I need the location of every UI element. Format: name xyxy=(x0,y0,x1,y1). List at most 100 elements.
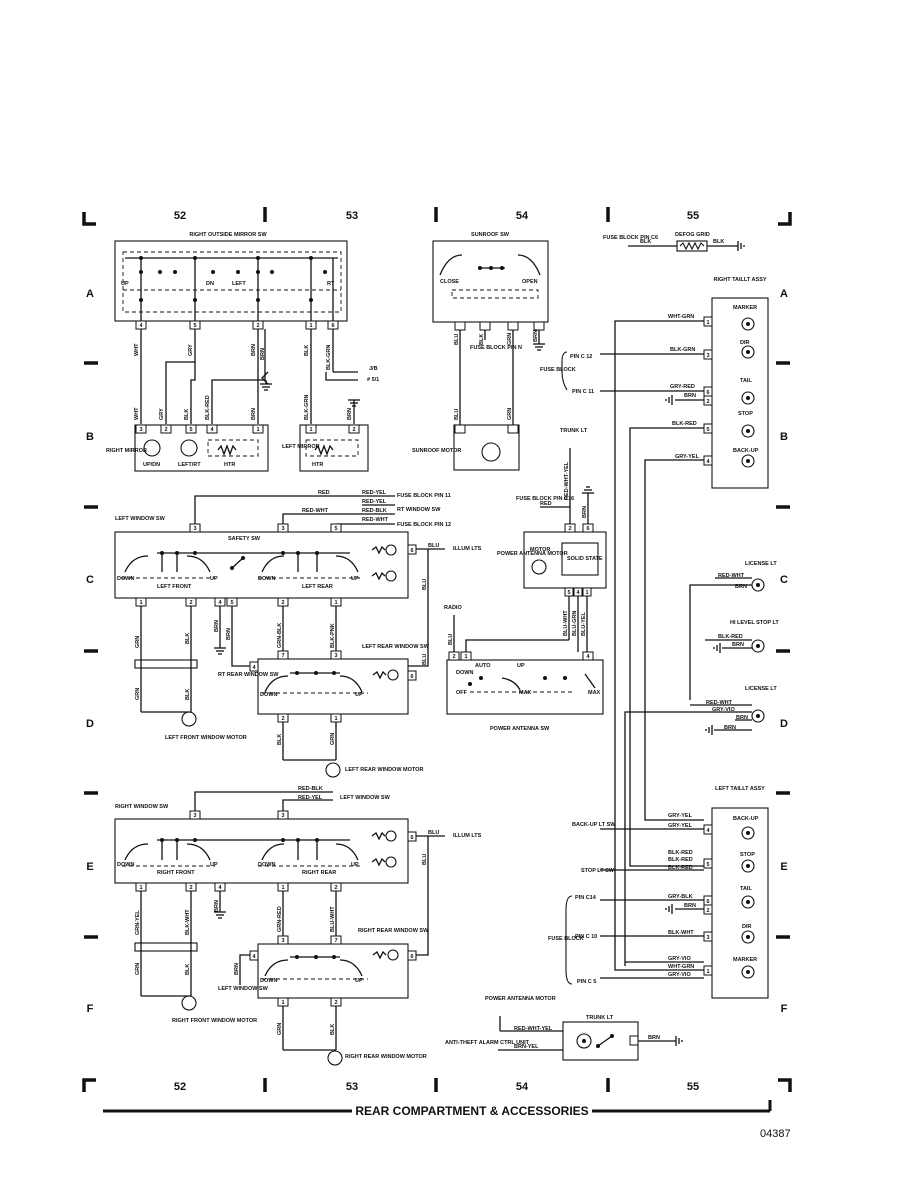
right-front-window-motor-icon xyxy=(181,995,197,1011)
close-label: CLOSE xyxy=(440,279,459,285)
up-label: UP xyxy=(355,978,363,984)
heater-label: HTR xyxy=(312,462,323,468)
up-label: UP xyxy=(355,692,363,698)
right-rear-window-motor-icon xyxy=(327,1050,343,1066)
column-label: 54 xyxy=(516,210,529,222)
wire-label: BLU xyxy=(454,409,460,420)
license-lt-label: LICENSE LT xyxy=(745,561,777,567)
column-label: 55 xyxy=(687,1081,699,1093)
component-label: SUNROOF SW xyxy=(471,232,510,238)
wire-label: BLK-WHT xyxy=(668,930,694,936)
svg-text:6: 6 xyxy=(410,548,413,554)
right-rear-window-switch: RIGHT REAR WINDOW SW 4 3 7 6 DOWN UP 1 2… xyxy=(249,928,429,1066)
wire-label: WHT-GRN xyxy=(668,964,694,970)
illum-lamp-icon xyxy=(385,856,397,868)
lamp-marker: MARKER xyxy=(733,957,757,979)
wire-label: BLU xyxy=(448,634,454,645)
fuse-pin-label: FUSE BLOCK PIN C16 xyxy=(516,496,574,502)
motor-label: MOTOR xyxy=(530,547,550,553)
component-label: RIGHT TAILLT ASSY xyxy=(713,277,766,283)
license-lt-lower: LICENSE LT RED-WHT GRY-VIO BRN BRN xyxy=(624,686,777,966)
wire-label: BLU xyxy=(454,334,460,345)
lamp-dir: DIR xyxy=(740,340,755,359)
svg-text:3: 3 xyxy=(706,353,709,359)
left-taillight-assembly: LEFT TAILLT ASSY BACK-UP STOP TAIL DIR M… xyxy=(703,786,769,999)
lamp-label: DIR xyxy=(740,340,750,346)
pin-label: PIN C 12 xyxy=(570,354,592,360)
right-mirror-label: RIGHT MIRROR xyxy=(106,448,147,454)
column-label: 54 xyxy=(516,1081,529,1093)
off-label: OFF xyxy=(456,690,468,696)
svg-text:2: 2 xyxy=(334,1000,337,1006)
wire-label: BRN xyxy=(533,330,539,342)
svg-text:6: 6 xyxy=(586,526,589,532)
wire-label: GRY-RED xyxy=(670,384,695,390)
left-mirror-label: LEFT MIRROR xyxy=(282,444,320,450)
up-label: UP xyxy=(210,576,218,582)
fuse-pin-label: FUSE BLOCK PIN 12 xyxy=(397,522,451,528)
pin-label: PIN C 10 xyxy=(575,934,597,940)
lamp-tail: TAIL xyxy=(740,378,755,405)
wire-label: RED xyxy=(318,490,330,496)
wire-label: BLK-WHT xyxy=(185,909,191,935)
sunroof-motor-label: SUNROOF MOTOR xyxy=(412,448,461,454)
wire-label: RED-WHT-YEL xyxy=(564,461,570,500)
mirror-left-label: LEFT xyxy=(232,281,246,287)
wire-label: GRY-BLK xyxy=(668,894,693,900)
wire-label: BRN xyxy=(251,408,257,420)
svg-text:2: 2 xyxy=(706,399,709,405)
lamp-label: BACK-UP xyxy=(733,816,759,822)
wire-label: BLU-WHT xyxy=(563,610,569,636)
svg-text:5: 5 xyxy=(706,427,709,433)
wire-label: GRN-RED xyxy=(277,906,283,932)
illum-lamp-icon xyxy=(385,570,397,582)
right-taillight-assembly: RIGHT TAILLT ASSY MARKER DIR TAIL STOP B… xyxy=(703,277,769,489)
up-label: UP xyxy=(517,663,525,669)
svg-text:6: 6 xyxy=(331,323,334,329)
lamp-marker: MARKER xyxy=(733,305,757,331)
svg-text:4: 4 xyxy=(218,600,222,606)
wire-label: BLK-GRN xyxy=(670,347,695,353)
svg-text:2: 2 xyxy=(568,526,571,532)
row-label: B xyxy=(780,431,788,443)
wire-label: BLK xyxy=(640,239,651,245)
page-title: REAR COMPARTMENT & ACCESSORIES xyxy=(355,1104,588,1118)
wire-label: GRN-BLK xyxy=(277,623,283,648)
component-label: LEFT TAILLT ASSY xyxy=(715,786,765,792)
row-label: F xyxy=(87,1003,94,1015)
wire-label: RED-YEL xyxy=(362,499,387,505)
wire-label: RED-YEL xyxy=(362,490,387,496)
illum-lamp-icon xyxy=(387,669,399,681)
component-label: LEFT REAR WINDOW SW xyxy=(362,644,430,650)
grid-frame xyxy=(82,207,792,1092)
up-dn-motor-icon xyxy=(143,439,161,457)
svg-text:1: 1 xyxy=(281,885,284,891)
wire-label: BLU-YEL xyxy=(581,612,587,636)
svg-text:3: 3 xyxy=(281,938,284,944)
wire-label: BRN-YEL xyxy=(514,1044,539,1050)
wire-label: RED xyxy=(540,501,552,507)
lamp-stop: STOP xyxy=(740,852,755,873)
svg-text:4: 4 xyxy=(218,885,222,891)
down-label: DOWN xyxy=(456,670,473,676)
lamp-label: MARKER xyxy=(733,957,757,963)
wire-label: BLU-WHT xyxy=(330,906,336,932)
svg-text:4: 4 xyxy=(252,954,256,960)
stop-lt-sw-label: STOP LT SW xyxy=(581,868,615,874)
wire-label: GRY-VIO xyxy=(668,972,691,978)
up-label: UP xyxy=(351,862,359,868)
svg-text:1: 1 xyxy=(139,885,142,891)
wire-label: BLK-GRN xyxy=(304,395,310,420)
grid-column-labels-top: 52 53 54 55 xyxy=(174,210,699,222)
trunk-lt-label: TRUNK LT xyxy=(586,1015,614,1021)
junction-block-fuse-label: # 5/1 xyxy=(367,377,379,383)
down-label: DOWN xyxy=(117,862,134,868)
junction-block-label: J/B xyxy=(369,366,378,372)
left-rt-motor-icon xyxy=(180,439,198,457)
svg-text:5: 5 xyxy=(189,427,192,433)
row-label: D xyxy=(780,718,788,730)
heater-element-icon xyxy=(314,444,334,456)
sunroof-motor: SUNROOF MOTOR xyxy=(412,424,520,471)
left-rear-window-motor-icon xyxy=(325,762,341,778)
mirror-rt-label: RT xyxy=(327,281,335,287)
